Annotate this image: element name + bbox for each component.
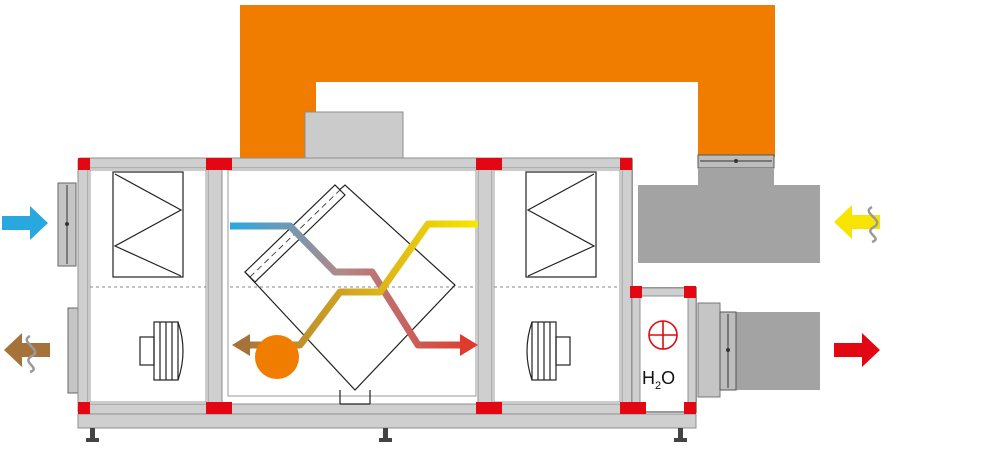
bypass-duct bbox=[240, 5, 775, 160]
ahu-feet bbox=[86, 428, 687, 442]
outdoor-to-supply-flow bbox=[230, 222, 462, 349]
fan-left bbox=[139, 321, 184, 381]
plus-circle-icon bbox=[648, 320, 678, 350]
outdoor-air-arrow bbox=[2, 206, 48, 240]
extract-duct bbox=[638, 185, 820, 263]
filter-left bbox=[112, 171, 184, 278]
bypass-lower-duct bbox=[698, 168, 774, 185]
bypass-connector-box bbox=[304, 111, 404, 160]
supply-duct-flange bbox=[697, 302, 721, 398]
supply-air-arrow bbox=[834, 333, 880, 367]
extract-air-arrow bbox=[834, 205, 880, 244]
heat-source-dot bbox=[255, 335, 299, 379]
exhaust-flow-arrowhead bbox=[232, 334, 250, 356]
exhaust-air-arrow bbox=[4, 333, 50, 374]
ahu-base bbox=[77, 413, 697, 429]
supply-flow-arrowhead bbox=[460, 334, 478, 356]
heater-section bbox=[631, 287, 697, 413]
corner-connectors bbox=[78, 158, 696, 414]
fan-right bbox=[526, 321, 571, 381]
heater-label: H2O bbox=[642, 368, 675, 392]
filter-right bbox=[525, 171, 597, 278]
